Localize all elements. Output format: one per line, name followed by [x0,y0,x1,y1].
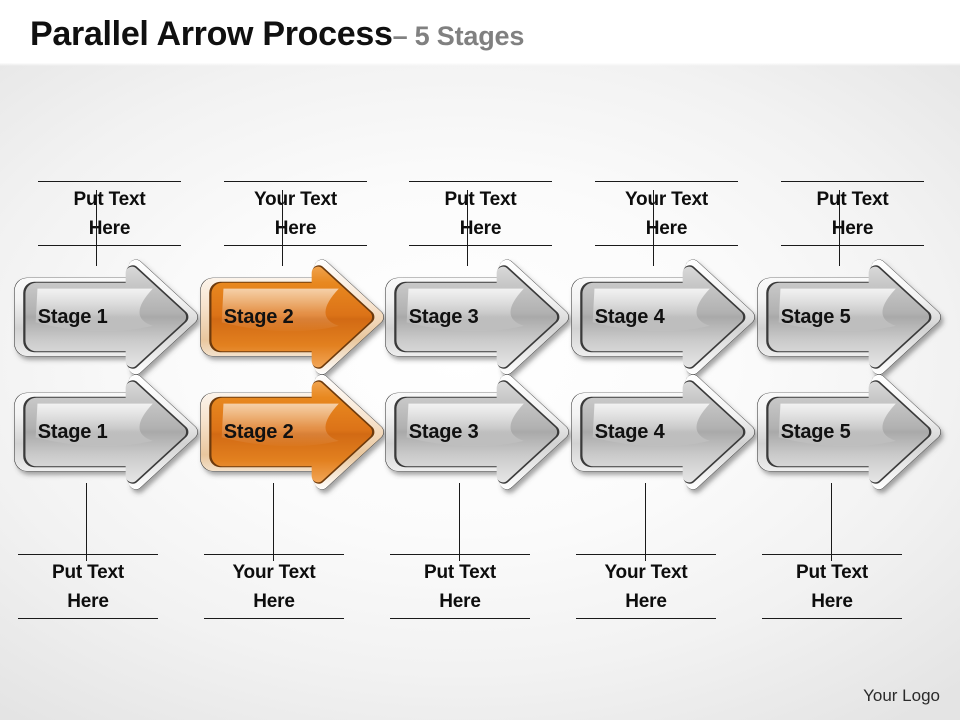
arrow-row2-stage-5[interactable]: Stage 5 [749,374,945,490]
top-label-1: Put Text Here [38,181,181,246]
arrow-shape [571,259,755,375]
connector-bottom-5 [831,483,832,561]
top-label-1-line1: Put Text [73,189,146,210]
label-rule-top [204,554,344,555]
arrow-row2-stage-3[interactable]: Stage 3 [377,374,573,490]
bottom-label-5-line1: Put Text [796,562,868,583]
bottom-label-2: Your Text Here [204,554,344,619]
label-rule-top [18,554,158,555]
page-title-main: Parallel Arrow Process [30,15,393,53]
label-rule-top [576,554,716,555]
arrow-shape [200,259,384,375]
arrow-shape [14,259,198,375]
bottom-label-5-line2: Here [811,591,853,612]
label-rule-bottom [224,245,367,246]
top-label-4-line1: Your Text [624,189,708,210]
bottom-label-1: Put Text Here [18,554,158,619]
connector-top-2 [282,190,283,266]
connector-top-1 [96,190,97,266]
label-rule-bottom [204,618,344,619]
arrow-shape [14,374,198,490]
label-rule-bottom [18,618,158,619]
label-rule-bottom [781,245,924,246]
bottom-label-5: Put Text Here [762,554,902,619]
label-rule-bottom [595,245,738,246]
connector-top-4 [653,190,654,266]
arrow-shape [385,374,569,490]
top-label-2-line2: Here [274,218,317,239]
arrow-row1-stage-3[interactable]: Stage 3 [377,259,573,375]
bottom-label-1-line2: Here [67,591,109,612]
arrow-row1-stage-1[interactable]: Stage 1 [6,259,202,375]
label-rule-top [38,181,181,182]
top-label-5: Put Text Here [781,181,924,246]
top-label-5-line1: Put Text [816,189,889,210]
bottom-label-3-line1: Put Text [424,562,496,583]
bottom-label-3: Put Text Here [390,554,530,619]
connector-bottom-4 [645,483,646,561]
label-rule-bottom [390,618,530,619]
bottom-label-2-line1: Your Text [232,562,316,583]
label-rule-top [762,554,902,555]
arrow-shape [757,259,941,375]
label-rule-bottom [409,245,552,246]
arrow-shape [200,374,384,490]
arrow-row2-stage-2[interactable]: Stage 2 [192,374,388,490]
bottom-label-4: Your Text Here [576,554,716,619]
diagram-canvas: Put Text Here Your Text Here Put Text He… [0,63,960,720]
label-rule-top [595,181,738,182]
label-rule-bottom [38,245,181,246]
bottom-label-4-line2: Here [625,591,667,612]
connector-bottom-1 [86,483,87,561]
label-rule-bottom [762,618,902,619]
top-label-3-line2: Here [459,218,502,239]
logo-placeholder: Your Logo [863,686,940,705]
page-title-sub: – 5 Stages [392,21,525,51]
page-title: Parallel Arrow Process– 5 Stages [30,14,524,56]
top-label-3: Put Text Here [409,181,552,246]
top-label-2-line1: Your Text [253,189,337,210]
connector-top-5 [839,190,840,266]
arrow-row1-stage-5[interactable]: Stage 5 [749,259,945,375]
top-label-5-line2: Here [831,218,874,239]
arrow-row1-stage-4[interactable]: Stage 4 [563,259,759,375]
label-rule-top [409,181,552,182]
arrow-shape [757,374,941,490]
slide-header: Parallel Arrow Process– 5 Stages [0,0,960,63]
top-label-4: Your Text Here [595,181,738,246]
arrow-row2-stage-4[interactable]: Stage 4 [563,374,759,490]
bottom-label-2-line2: Here [253,591,295,612]
top-label-1-line2: Here [88,218,131,239]
arrow-row2-stage-1[interactable]: Stage 1 [6,374,202,490]
connector-top-3 [467,190,468,266]
bottom-label-1-line1: Put Text [52,562,124,583]
connector-bottom-3 [459,483,460,561]
bottom-label-3-line2: Here [439,591,481,612]
arrow-shape [385,259,569,375]
arrow-row1-stage-2[interactable]: Stage 2 [192,259,388,375]
label-rule-bottom [576,618,716,619]
label-rule-top [224,181,367,182]
connector-bottom-2 [273,483,274,561]
label-rule-top [390,554,530,555]
top-label-3-line1: Put Text [444,189,517,210]
bottom-label-4-line1: Your Text [604,562,688,583]
arrow-shape [571,374,755,490]
label-rule-top [781,181,924,182]
top-label-2: Your Text Here [224,181,367,246]
top-label-4-line2: Here [645,218,688,239]
